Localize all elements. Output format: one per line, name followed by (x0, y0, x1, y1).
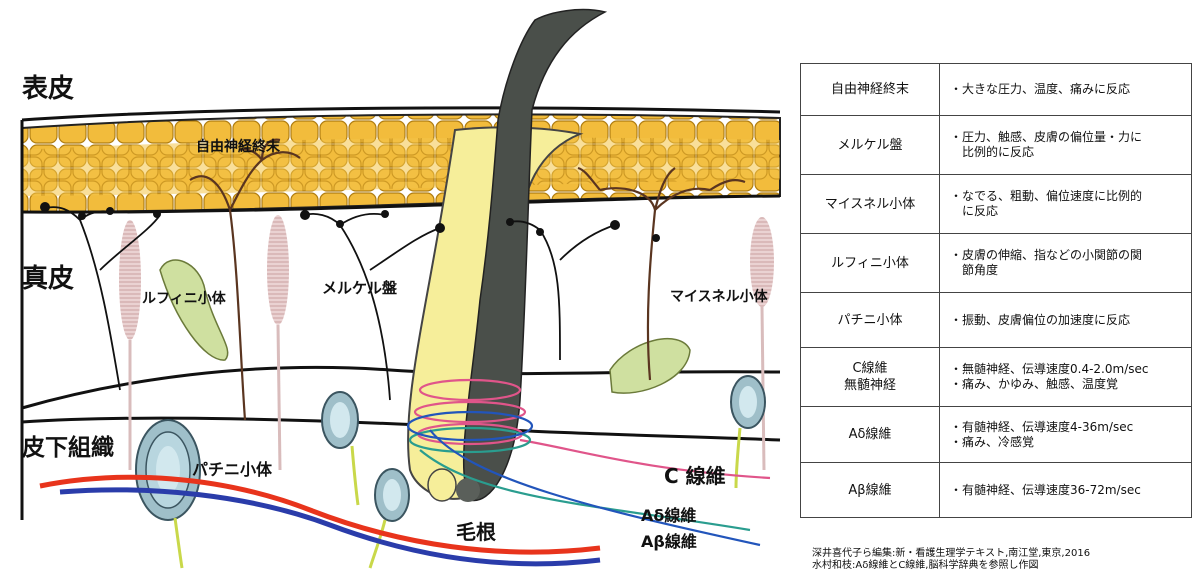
receptor-name: C線維 無髄神経 (801, 348, 940, 407)
callout-a-beta-fiber: Aβ線維 (641, 528, 697, 552)
receptor-description: ・圧力、触感、皮膚の偏位量・力に 比例的に反応 (940, 116, 1192, 175)
callout-c-fiber: C 線維 (664, 460, 726, 489)
table-row: ルフィニ小体 ・皮膚の伸縮、指などの小関節の関 節角度 (801, 234, 1192, 293)
source-citation: 深井喜代子ら編集:新・看護生理学テキスト,南江堂,東京,2016 水村和枝:Aδ… (812, 548, 1192, 572)
callout-merkel-disc: メルケル盤 (322, 277, 397, 298)
receptor-description: ・大きな圧力、温度、痛みに反応 (940, 64, 1192, 116)
callout-free-nerve-ending: 自由神経終末 (196, 136, 280, 156)
table-row: Aβ線維 ・有髄神経、伝導速度36-72m/sec (801, 463, 1192, 518)
table-row: パチニ小体 ・振動、皮膚偏位の加速度に反応 (801, 293, 1192, 348)
callout-ruffini-corpuscle: ルフィニ小体 (142, 288, 226, 308)
callout-pacinian-corpuscle: パチニ小体 (192, 456, 272, 480)
hair-follicle (408, 10, 605, 502)
table-row: マイスネル小体 ・なでる、粗動、偏位速度に比例的 に反応 (801, 175, 1192, 234)
receptor-description: ・無髄神経、伝導速度0.4-2.0m/sec ・痛み、かゆみ、触感、温度覚 (940, 348, 1192, 407)
table-row: Aδ線維 ・有髄神経、伝導速度4-36m/sec ・痛み、冷感覚 (801, 407, 1192, 463)
receptor-table: 自由神経終末 ・大きな圧力、温度、痛みに反応 メルケル盤 ・圧力、触感、皮膚の偏… (800, 63, 1192, 518)
receptor-name: パチニ小体 (801, 293, 940, 348)
receptor-description: ・皮膚の伸縮、指などの小関節の関 節角度 (940, 234, 1192, 293)
receptor-description: ・有髄神経、伝導速度36-72m/sec (940, 463, 1192, 518)
label-epidermis: 表皮 (22, 68, 74, 105)
receptor-name: 自由神経終末 (801, 64, 940, 116)
label-subcutaneous: 皮下組織 (22, 428, 114, 462)
receptor-description: ・有髄神経、伝導速度4-36m/sec ・痛み、冷感覚 (940, 407, 1192, 463)
receptor-description: ・なでる、粗動、偏位速度に比例的 に反応 (940, 175, 1192, 234)
table-row: C線維 無髄神経 ・無髄神経、伝導速度0.4-2.0m/sec ・痛み、かゆみ、… (801, 348, 1192, 407)
receptor-description: ・振動、皮膚偏位の加速度に反応 (940, 293, 1192, 348)
receptor-name: ルフィニ小体 (801, 234, 940, 293)
callout-a-delta-fiber: Aδ線維 (641, 502, 696, 526)
label-dermis: 真皮 (22, 258, 74, 295)
receptor-name: マイスネル小体 (801, 175, 940, 234)
callout-hair-root: 毛根 (456, 516, 496, 545)
receptor-name: メルケル盤 (801, 116, 940, 175)
table-row: 自由神経終末 ・大きな圧力、温度、痛みに反応 (801, 64, 1192, 116)
receptor-name: Aδ線維 (801, 407, 940, 463)
table-row: メルケル盤 ・圧力、触感、皮膚の偏位量・力に 比例的に反応 (801, 116, 1192, 175)
receptor-name: Aβ線維 (801, 463, 940, 518)
callout-meissner-corpuscle: マイスネル小体 (670, 286, 768, 306)
